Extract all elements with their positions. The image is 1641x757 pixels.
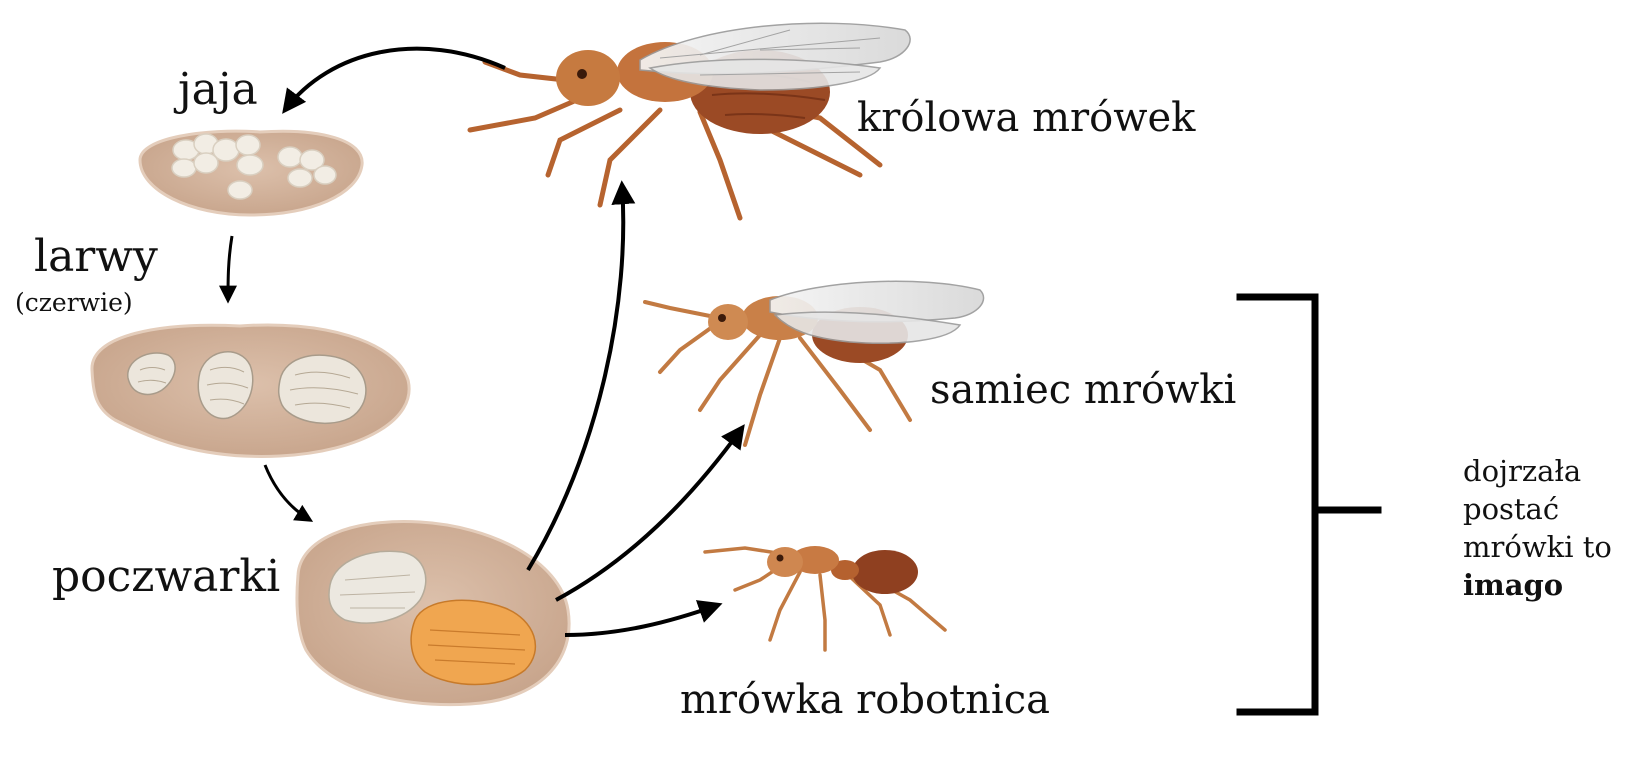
arrow-queen-to-eggs [285,49,505,110]
arrow-larvae-to-pupae [265,465,310,520]
imago-bracket [1240,297,1378,712]
male-ant-illustration [645,281,984,445]
imago-note-line2: postać [1463,490,1612,528]
larvae-illustration [92,325,409,457]
label-queen: królowa mrówek [857,98,1195,138]
imago-note-line1: dojrzała [1463,452,1612,490]
imago-note-line3: mrówki to [1463,528,1612,566]
queen-ant-illustration [470,23,910,218]
worker-ant-illustration [705,546,945,650]
pupae-illustration [297,522,569,705]
label-larvae: larwy [34,235,158,279]
label-male: samiec mrówki [930,370,1236,410]
label-worker: mrówka robotnica [680,680,1050,720]
arrow-eggs-to-larvae [228,236,232,300]
label-larvae-note: (czerwie) [15,290,133,315]
imago-note-term: imago [1463,566,1612,604]
arrow-pupae-to-worker [565,605,718,635]
label-pupae: poczwarki [52,555,280,599]
label-eggs: jaja [178,68,258,112]
arrow-pupae-to-queen [528,185,623,570]
eggs-illustration [140,131,362,215]
imago-note: dojrzała postać mrówki to imago [1463,452,1612,604]
